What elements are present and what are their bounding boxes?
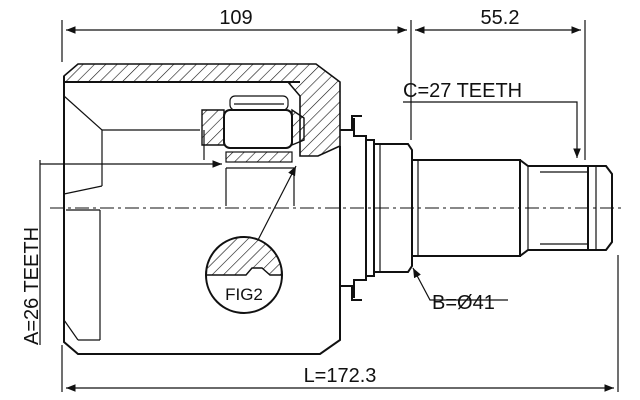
dimension-55-2-label: 55.2 [481,7,520,29]
fig2-hatch [205,236,283,276]
dimension-overall-length: L=172.3 [61,255,619,392]
outer-teeth-callout: C=27 TEETH [403,80,581,158]
spline-hatch [225,151,293,163]
diameter-callout: B=Ø41 [412,267,508,314]
fig2-label: FIG2 [225,285,263,304]
inner-teeth-label: A=26 TEETH [21,227,43,345]
fig2-detail: FIG2 [205,165,297,314]
outer-teeth-label: C=27 TEETH [403,80,522,102]
diameter-label: B=Ø41 [432,292,495,314]
inner-teeth-callout: A=26 TEETH [21,160,222,345]
dimension-109: 109 [61,7,412,140]
dimension-55-2: 55.2 [415,7,586,160]
tripod-roller-hatch [201,109,225,146]
housing [63,63,341,355]
overall-length-label: L=172.3 [304,365,377,387]
dimension-109-label: 109 [219,7,252,29]
flange [339,115,413,301]
housing-outline [63,76,341,355]
